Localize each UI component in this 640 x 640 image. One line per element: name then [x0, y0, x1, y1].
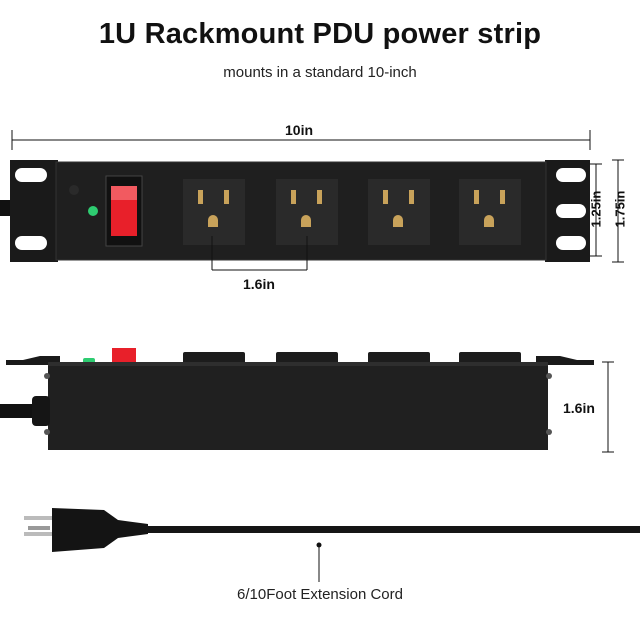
- outlet-1: [183, 179, 245, 245]
- height-dimension-lines: [590, 159, 624, 263]
- outlet-4: [459, 179, 521, 245]
- extension-cord: [146, 526, 640, 533]
- outlet-spacing-dimension: [211, 236, 308, 271]
- outlet-spacing-label: 1.6in: [243, 276, 275, 292]
- width-dimension-label: 10in: [285, 122, 314, 138]
- pdu-side-view: [0, 348, 594, 450]
- width-dimension-line: [11, 130, 591, 150]
- right-mounting-ear: [545, 160, 590, 262]
- inner-height-label: 1.25in: [588, 190, 604, 228]
- left-mounting-ear: [10, 160, 58, 262]
- power-indicator-icon: [88, 206, 98, 216]
- reset-button: [69, 185, 79, 195]
- outlet-3: [368, 179, 430, 245]
- depth-dimension-line: [602, 361, 614, 453]
- page-subtitle: mounts in a standard 10-inch: [223, 64, 417, 81]
- outlet-2: [276, 179, 338, 245]
- depth-dimension-label: 1.6in: [563, 400, 595, 416]
- cord-label: 6/10Foot Extension Cord: [237, 586, 403, 603]
- outer-height-label: 1.75in: [612, 190, 628, 228]
- power-switch: [105, 175, 143, 247]
- page-title: 1U Rackmount PDU power strip: [98, 18, 542, 50]
- plug-icon: [24, 508, 148, 552]
